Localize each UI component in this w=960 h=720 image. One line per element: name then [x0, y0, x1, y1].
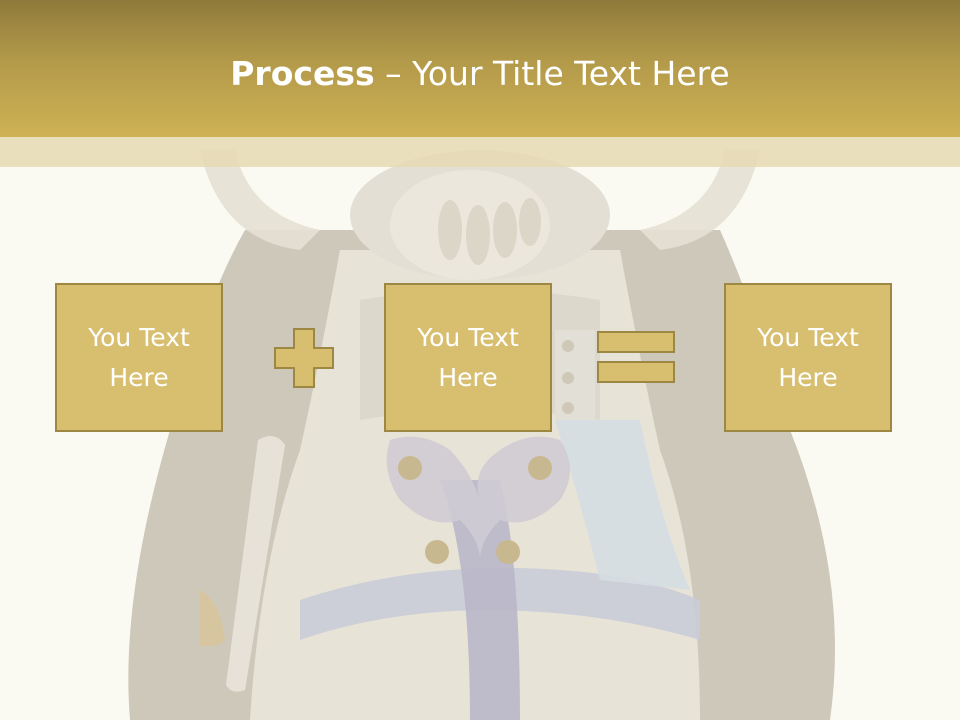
text-box-3-label: You Text Here [757, 322, 859, 392]
text-box-2[interactable]: You Text Here [384, 283, 552, 432]
plus-icon [274, 328, 334, 388]
title-bold-text: Process [230, 54, 375, 93]
title-bar [0, 0, 960, 137]
title-rest-text: – Your Title Text Here [374, 54, 730, 93]
text-box-1-label: You Text Here [88, 322, 190, 392]
text-box-3[interactable]: You Text Here [724, 283, 892, 432]
slide-title: Process – Your Title Text Here [0, 52, 960, 96]
text-box-2-label: You Text Here [417, 322, 519, 392]
header-accent-band [0, 137, 960, 167]
equals-icon [597, 331, 675, 383]
text-box-1[interactable]: You Text Here [55, 283, 223, 432]
